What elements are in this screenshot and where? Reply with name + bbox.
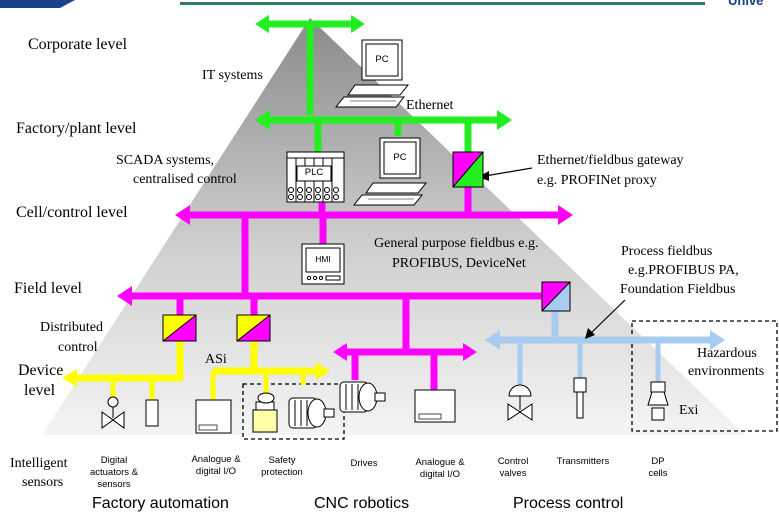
transmitter-icon [573,377,587,419]
pc-label-factory: PC [393,152,407,163]
factory-pc [352,137,428,206]
university-logo-text: Unive [728,0,764,8]
factory-automation-label: Factory automation [92,495,229,512]
distributed-control-label-2: control [58,340,98,355]
analogue-io-label-1b: digital I/O [195,466,237,477]
analogue-io-label-2b: digital I/O [419,469,461,480]
cnc-robotics-label: CNC robotics [314,495,410,512]
digital-actuators-label-1: Digital [100,455,128,466]
digital-actuators-label-3: sensors [97,479,131,490]
scada-label-2: centralised control [133,172,237,187]
drives-fieldbus-bus [333,343,477,390]
control-valve-icon [507,384,533,421]
hmi-panel [301,243,345,285]
intelligent-sensors-label-1: Intelligent [10,456,68,471]
safety-label-1: Safety [268,455,296,466]
safety-label-2: protection [261,467,303,478]
asi-label: ASi [205,352,227,367]
gateway-label-1: Ethernet/fieldbus gateway [537,153,684,168]
dp-cells-label-1: DP [651,456,665,467]
field-level-label: Field level [14,280,82,297]
factory-level-label: Factory/plant level [16,120,137,137]
field-fieldbus-bus [117,286,555,352]
intelligent-sensors-label-2: sensors [22,475,64,490]
control-valves-label-2: valves [499,468,527,479]
gateway-label-2: e.g. PROFINet proxy [537,173,657,188]
digital-actuator-valve-icon [101,396,125,429]
dp-cell-icon [647,381,669,421]
hazardous-label-2: environments [688,364,765,379]
sensor-icon [145,399,159,427]
asi-bus-left [62,340,184,400]
analogue-io-module-2 [414,389,456,423]
gateway-pointer-arrow [478,167,533,181]
exi-label: Exi [679,403,699,418]
plc-label: PLC [304,167,324,178]
hazardous-label-1: Hazardous [697,346,757,361]
header-bar [180,2,705,5]
device-level-label-2: level [24,382,56,399]
scada-label-1: SCADA systems, [116,153,215,168]
hazardous-dashed-box [631,320,778,432]
digital-actuators-label-2: actuators & [89,467,139,478]
cell-level-label: Cell/control level [16,204,128,221]
ethernet-label: Ethernet [406,98,454,113]
distributed-control-label-1: Distributed [40,320,103,335]
pyramid-background [42,18,745,435]
analogue-io-label-2a: Analogue & [415,457,465,468]
corporate-pc [334,39,410,108]
safety-motor-icon [288,397,335,429]
drives-label: Drives [350,458,378,469]
process-control-label: Process control [513,495,624,512]
general-fieldbus-label-2: PROFIBUS, DeviceNet [392,256,526,271]
distributed-control-gateway-2 [236,314,271,342]
dp-cells-label-2: cells [648,468,668,479]
header-logo-shape [0,0,75,8]
asi-bus-right [210,340,330,400]
process-fieldbus-gateway [541,281,571,312]
process-fieldbus-label-3: Foundation Fieldbus [620,282,736,297]
analogue-io-module-1 [195,399,232,434]
hmi-label: HMI [315,254,331,264]
corporate-level-label: Corporate level [28,36,128,53]
distributed-control-gateway-1 [162,314,197,342]
it-systems-label: IT systems [202,68,263,83]
plc-rack [286,151,345,203]
process-fieldbus-label-2: e.g.PROFIBUS PA, [628,263,739,278]
control-valves-label-1: Control [497,456,529,467]
ethernet-fieldbus-gateway [452,151,484,188]
factory-ethernet-bus [255,110,512,152]
general-fieldbus-label-1: General purpose fieldbus e.g. [374,236,539,251]
device-level-label-1: Device [18,362,64,379]
transmitters-label: Transmitters [556,456,610,467]
corporate-ethernet-bus [255,15,365,115]
analogue-io-label-1a: Analogue & [191,454,241,465]
safety-switch-icon [252,392,278,433]
process-fieldbus-bus [485,310,725,385]
drive-motor-icon [339,381,386,413]
pc-label-corporate: PC [375,54,389,65]
process-fieldbus-label-1: Process fieldbus [621,244,713,259]
process-fieldbus-pointer-arrow [585,299,626,339]
